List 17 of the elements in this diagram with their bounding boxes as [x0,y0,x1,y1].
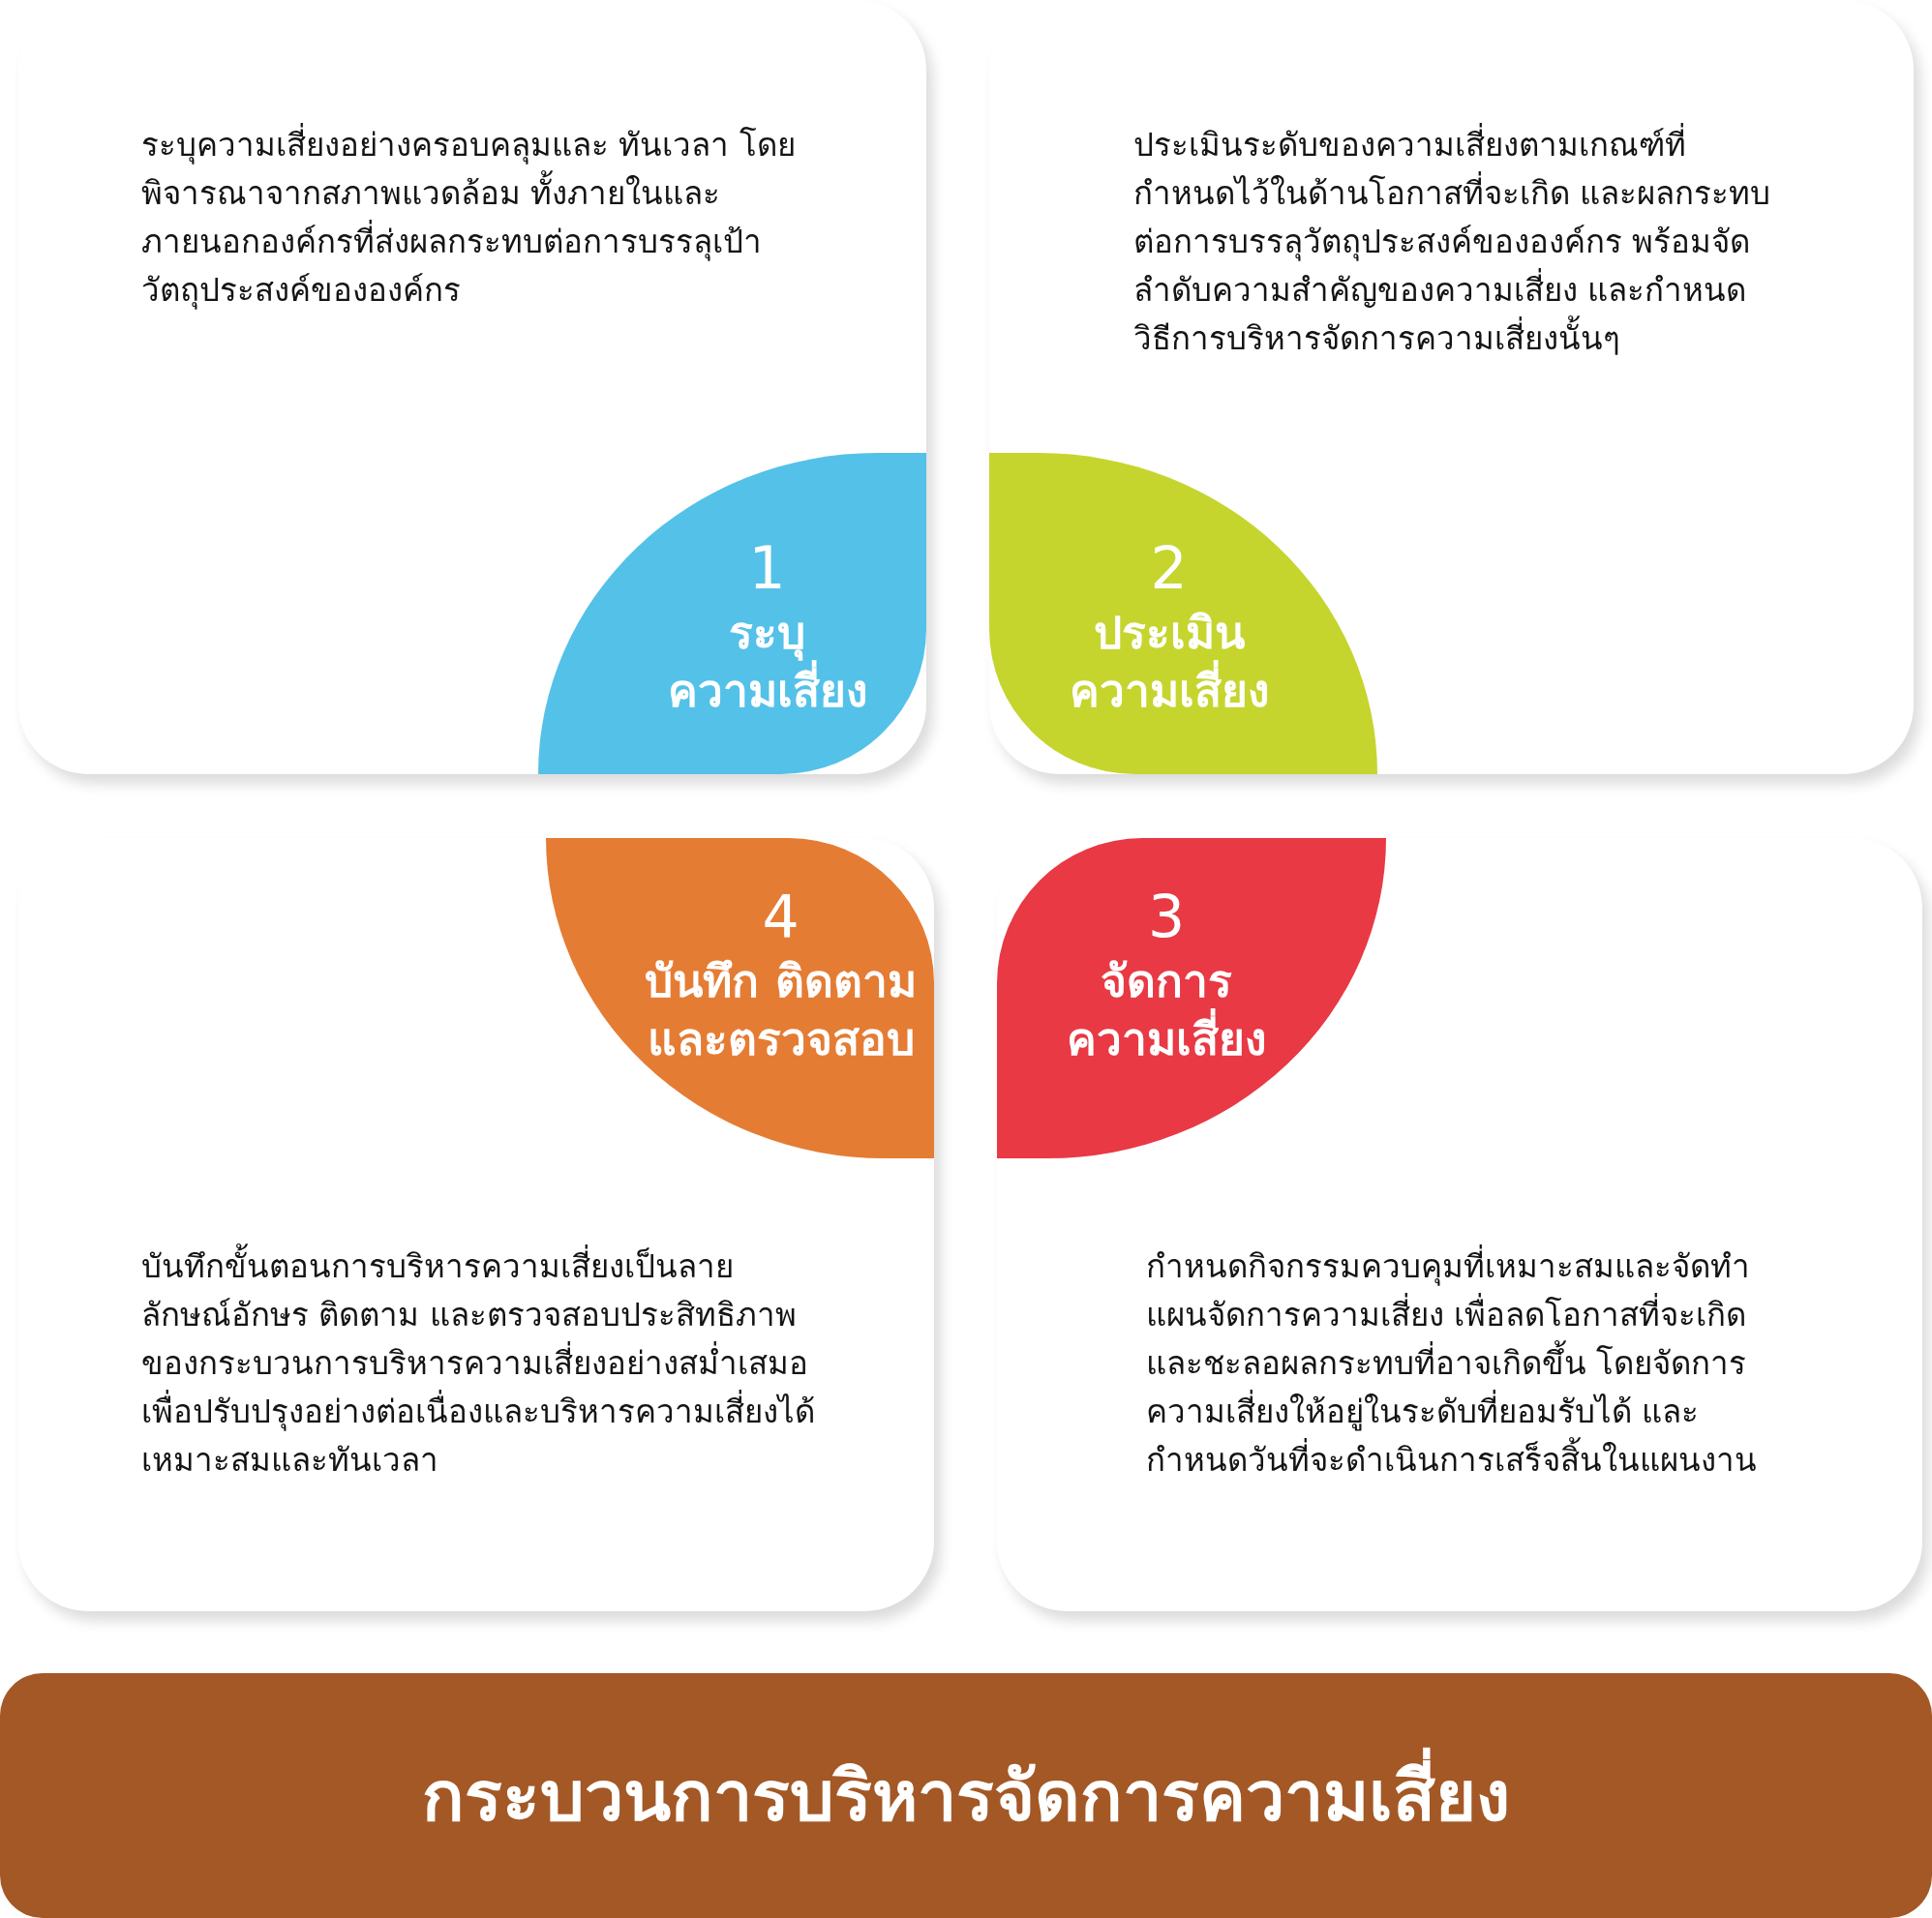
step-description: บันทึกขั้นตอนการบริหารความเสี่ยงเป็นลายลักษณ์อักษร ติดตาม และตรวจสอบประสิทธิภาพของกระบวนการบริหารความเสี่ยงอย่างสม่ำเสมอเพื่อปรับปรุงอย่างต่อเนื่องและบริหารความเสี่ยงได้เหมาะสมและทันเวลา [141,1243,819,1484]
step-title: จัดการ ความเสี่ยง [1066,953,1267,1067]
step-number: 3 [1147,881,1186,952]
step-number: 4 [762,881,800,952]
step-description: ประเมินระดับของความเสี่ยงตามเกณฑ์ที่กำหนดไว้ในด้านโอกาสที่จะเกิด และผลกระทบต่อการบรรลุวัตถุประสงค์ขององค์กร พร้อมจัดลำดับความสำคัญของความเสี่ยง และกำหนดวิธีการบริหารจัดการความเสี่ยงนั้นๆ [1133,121,1777,363]
step-title: ระบุ ความเสี่ยง [666,606,868,719]
step-card [989,0,1914,774]
step-title: บันทึก ติดตาม และตรวจสอบ [644,953,918,1067]
step-description: กำหนดกิจกรรมควบคุมที่เหมาะสมและจัดทำแผนจัดการความเสี่ยง เพื่อลดโอกาสที่จะเกิดและชะลอผลกระทบที่อาจเกิดขึ้น โดยจัดการความเสี่ยงให้อยู่ในระดับที่ยอมรับได้ และกำหนดวันที่จะดำเนินการเสร็จสิ้นในแผนงาน [1146,1243,1790,1484]
step-title: ประเมิน ความเสี่ยง [1068,606,1270,719]
step-card [997,838,1922,1611]
step-description: ระบุความเสี่ยงอย่างครอบคลุมและ ทันเวลา โดยพิจารณาจากสภาพแวดล้อม ทั้งภายในและภายนอกองค์กรที่ส่งผลกระทบต่อการบรรลุเป้าวัตถุประสงค์ขององค์กร [141,121,819,315]
step-card [18,838,934,1611]
step-number: 2 [1150,533,1188,604]
title-banner: กระบวนการบริหารจัดการความเสี่ยง [0,1673,1932,1918]
step-card [18,0,926,774]
step-number: 1 [748,533,786,604]
